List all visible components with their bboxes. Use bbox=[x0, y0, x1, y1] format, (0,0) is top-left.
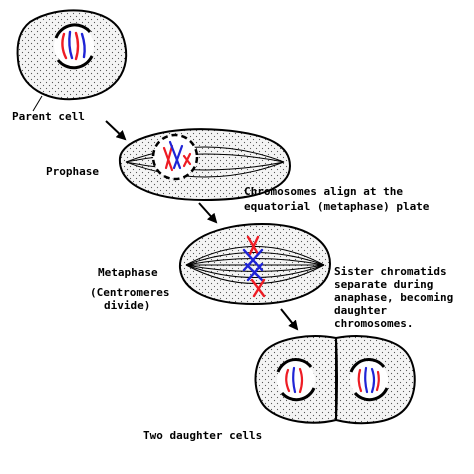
label-sister-line4: daughter bbox=[334, 304, 387, 317]
parent-nucleus bbox=[54, 23, 94, 70]
label-two-daughter-cells: Two daughter cells bbox=[143, 429, 263, 442]
prophase-cell bbox=[118, 128, 292, 202]
arrow-parent-to-prophase bbox=[105, 120, 127, 141]
left-daughter-nucleus bbox=[276, 357, 316, 402]
label-centromeres-line2: divide) bbox=[104, 299, 151, 312]
daughter-cells bbox=[254, 335, 416, 425]
metaphase-cell bbox=[178, 222, 332, 306]
label-align-line1: Chromosomes align at the bbox=[244, 185, 403, 198]
label-sister-line5: chromosomes. bbox=[334, 317, 414, 330]
label-sister-line3: anaphase, becoming bbox=[334, 291, 454, 304]
label-sister-line1: Sister chromatids bbox=[334, 265, 447, 278]
parent-label-leader bbox=[32, 95, 43, 112]
parent-chromosomes bbox=[61, 30, 86, 61]
label-parent-cell: Parent cell bbox=[12, 110, 85, 123]
prophase-chromosomes bbox=[162, 140, 192, 172]
label-prophase: Prophase bbox=[46, 165, 99, 178]
arrow-prophase-to-metaphase bbox=[198, 202, 218, 224]
label-metaphase: Metaphase bbox=[98, 266, 158, 279]
right-daughter-nucleus bbox=[349, 357, 389, 402]
label-sister-line2: separate during bbox=[334, 278, 434, 291]
metaphase-chromosomes bbox=[242, 235, 266, 298]
prophase-spindle bbox=[125, 146, 285, 178]
label-centromeres-line1: (Centromeres bbox=[90, 286, 170, 299]
label-align-line2: equatorial (metaphase) plate bbox=[244, 200, 430, 213]
parent-cell bbox=[16, 9, 128, 101]
arrow-metaphase-to-daughters bbox=[280, 308, 299, 331]
